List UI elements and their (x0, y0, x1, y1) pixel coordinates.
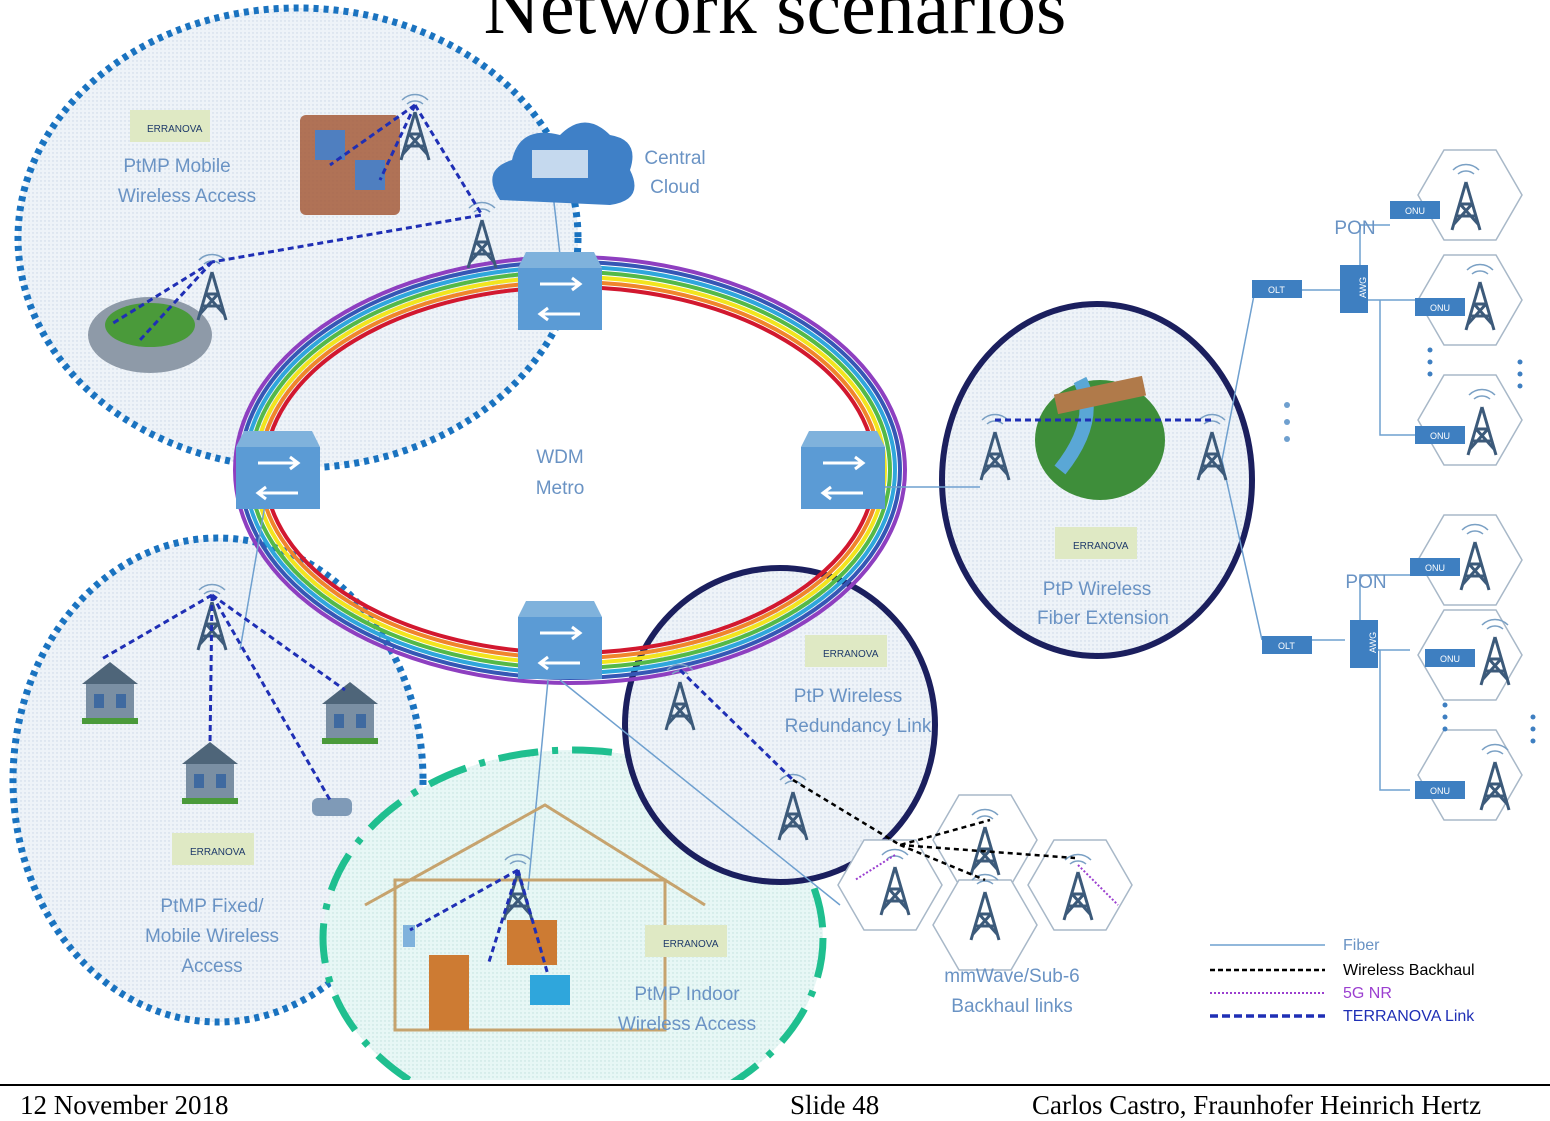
footer-rule (0, 1084, 1550, 1086)
pon-bottom (1262, 514, 1536, 821)
ptmp-mobile-zone (14, 4, 582, 472)
ptmp-fixed-scene (82, 582, 378, 816)
pon-bottom-label: PON (1345, 572, 1386, 593)
pon-top-label: PON (1334, 218, 1375, 239)
metro-switch-right (799, 429, 887, 511)
onu-label-6: ONU (1430, 786, 1450, 796)
mmwave-cells (792, 778, 1133, 971)
central-cloud-label-2: Cloud (650, 177, 700, 198)
terranova-logo-fixed: ERRANOVA (190, 847, 246, 858)
olt-label-bottom: OLT (1278, 641, 1295, 651)
network-diagram: ERRANOVA ERRANOVA ERRANOVA ERRANOVA ERRA… (9, 4, 1536, 1080)
legend-terranova-link: TERRANOVA Link (1343, 1008, 1475, 1025)
indoor-scene (364, 803, 706, 1032)
footer-date: 12 November 2018 (20, 1090, 229, 1120)
terranova-logo-mobile: ERRANOVA (147, 124, 203, 135)
central-cloud (492, 122, 635, 205)
ptp-fiber-ext-label-2: Fiber Extension (1037, 608, 1169, 629)
ptmp-mobile-label-2: Wireless Access (118, 186, 256, 207)
ptmp-indoor-label-2: Wireless Access (618, 1014, 756, 1035)
onu-label-2: ONU (1430, 303, 1450, 313)
wdm-metro-label-2: Metro (536, 478, 585, 499)
ptp-redundancy-label-1: PtP Wireless (794, 686, 902, 707)
redundancy-scene (664, 662, 809, 842)
metro-switch-top (516, 250, 604, 332)
ptp-fiber-ext-label-1: PtP Wireless (1043, 579, 1151, 600)
legend-5g-nr: 5G NR (1343, 985, 1392, 1002)
ptmp-fixed-label-3: Access (181, 956, 242, 977)
fiber-extension-scene (979, 375, 1290, 500)
olt-label-top: OLT (1268, 285, 1285, 295)
ptp-redundancy-label-2: Redundancy Link (785, 716, 932, 737)
onu-label-4: ONU (1425, 563, 1445, 573)
wdm-metro-label-1: WDM (536, 447, 583, 468)
slide-title: Network scenarios (483, 0, 1067, 50)
terranova-logo-fiber-ext: ERRANOVA (1073, 541, 1129, 552)
footer-author: Carlos Castro, Fraunhofer Heinrich Hertz (1032, 1090, 1482, 1120)
metro-switch-bottom (516, 599, 604, 681)
onu-label-5: ONU (1440, 654, 1460, 664)
mmwave-label-2: Backhaul links (951, 996, 1072, 1017)
ptmp-indoor-label-1: PtMP Indoor (634, 984, 740, 1005)
ptmp-fixed-label-2: Mobile Wireless (145, 926, 279, 947)
mmwave-label-1: mmWave/Sub-6 (944, 966, 1080, 987)
legend-wireless-backhaul: Wireless Backhaul (1343, 962, 1475, 979)
terranova-logo-redundancy: ERRANOVA (823, 649, 879, 660)
terranova-logo-indoor: ERRANOVA (663, 939, 719, 950)
metro-switch-left (234, 429, 322, 511)
onu-label-3: ONU (1430, 431, 1450, 441)
ptmp-mobile-scene (88, 92, 498, 373)
footer-slide-number: Slide 48 (790, 1090, 880, 1120)
awg-label-top: AWG (1358, 277, 1368, 298)
legend-fiber: Fiber (1343, 937, 1380, 954)
ptmp-fixed-label-1: PtMP Fixed/ (160, 896, 264, 917)
legend: Fiber Wireless Backhaul 5G NR TERRANOVA … (1210, 937, 1475, 1025)
onu-label-1: ONU (1405, 206, 1425, 216)
awg-label-bottom: AWG (1368, 632, 1378, 653)
central-cloud-label-1: Central (644, 148, 705, 169)
ptmp-mobile-label-1: PtMP Mobile (123, 156, 230, 177)
terranova-logos: ERRANOVA ERRANOVA ERRANOVA ERRANOVA ERRA… (130, 110, 1137, 957)
pon-top (1252, 149, 1523, 466)
